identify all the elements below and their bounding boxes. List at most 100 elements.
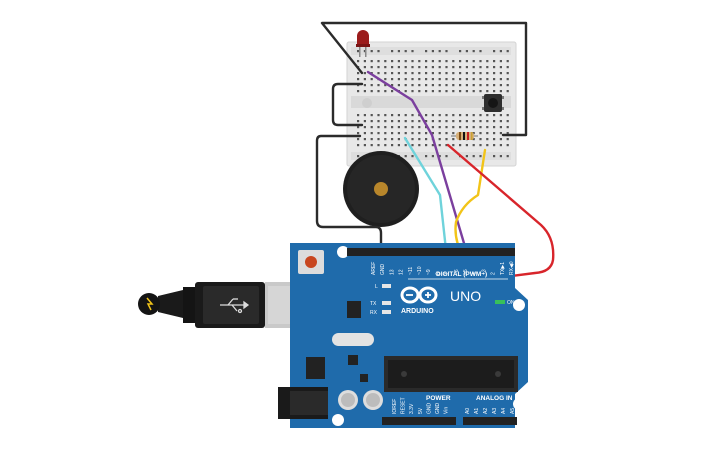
breadboard-rail-hole[interactable] bbox=[411, 155, 414, 158]
digital-header[interactable] bbox=[347, 248, 515, 256]
breadboard-hole[interactable] bbox=[404, 114, 407, 117]
breadboard-hole[interactable] bbox=[411, 132, 414, 135]
breadboard-rail-hole[interactable] bbox=[472, 155, 475, 158]
breadboard-hole[interactable] bbox=[357, 138, 360, 141]
breadboard-hole[interactable] bbox=[418, 126, 421, 129]
breadboard-hole[interactable] bbox=[499, 126, 502, 129]
breadboard-hole[interactable] bbox=[506, 114, 509, 117]
breadboard-hole[interactable] bbox=[425, 84, 428, 87]
breadboard-hole[interactable] bbox=[465, 114, 468, 117]
breadboard-hole[interactable] bbox=[370, 60, 373, 63]
breadboard-hole[interactable] bbox=[465, 144, 468, 147]
breadboard-hole[interactable] bbox=[459, 66, 462, 69]
breadboard-hole[interactable] bbox=[499, 66, 502, 69]
breadboard-hole[interactable] bbox=[486, 78, 489, 81]
breadboard-hole[interactable] bbox=[370, 78, 373, 81]
breadboard-hole[interactable] bbox=[370, 84, 373, 87]
breadboard-hole[interactable] bbox=[438, 84, 441, 87]
breadboard-hole[interactable] bbox=[452, 90, 455, 93]
breadboard-hole[interactable] bbox=[377, 66, 380, 69]
breadboard-hole[interactable] bbox=[465, 60, 468, 63]
breadboard-hole[interactable] bbox=[411, 126, 414, 129]
breadboard-hole[interactable] bbox=[465, 90, 468, 93]
breadboard-hole[interactable] bbox=[506, 90, 509, 93]
breadboard-rail-hole[interactable] bbox=[404, 50, 407, 53]
breadboard-hole[interactable] bbox=[506, 72, 509, 75]
breadboard-hole[interactable] bbox=[425, 72, 428, 75]
breadboard-hole[interactable] bbox=[384, 90, 387, 93]
breadboard-hole[interactable] bbox=[404, 120, 407, 123]
breadboard-hole[interactable] bbox=[404, 60, 407, 63]
breadboard-hole[interactable] bbox=[459, 114, 462, 117]
breadboard-hole[interactable] bbox=[431, 144, 434, 147]
breadboard-hole[interactable] bbox=[425, 120, 428, 123]
breadboard-hole[interactable] bbox=[391, 126, 394, 129]
breadboard-hole[interactable] bbox=[445, 144, 448, 147]
breadboard-hole[interactable] bbox=[384, 120, 387, 123]
breadboard-hole[interactable] bbox=[459, 60, 462, 63]
breadboard-hole[interactable] bbox=[506, 78, 509, 81]
breadboard-hole[interactable] bbox=[445, 90, 448, 93]
breadboard-hole[interactable] bbox=[391, 72, 394, 75]
breadboard-hole[interactable] bbox=[391, 144, 394, 147]
breadboard-hole[interactable] bbox=[472, 90, 475, 93]
breadboard-hole[interactable] bbox=[425, 114, 428, 117]
breadboard-hole[interactable] bbox=[479, 126, 482, 129]
breadboard-hole[interactable] bbox=[363, 72, 366, 75]
breadboard-hole[interactable] bbox=[459, 84, 462, 87]
breadboard-hole[interactable] bbox=[370, 126, 373, 129]
breadboard-hole[interactable] bbox=[357, 144, 360, 147]
breadboard-hole[interactable] bbox=[377, 132, 380, 135]
breadboard-hole[interactable] bbox=[411, 78, 414, 81]
breadboard-hole[interactable] bbox=[363, 144, 366, 147]
breadboard-hole[interactable] bbox=[431, 72, 434, 75]
breadboard-hole[interactable] bbox=[431, 84, 434, 87]
breadboard-hole[interactable] bbox=[472, 72, 475, 75]
breadboard-hole[interactable] bbox=[438, 90, 441, 93]
breadboard-hole[interactable] bbox=[391, 84, 394, 87]
breadboard-hole[interactable] bbox=[404, 132, 407, 135]
breadboard-hole[interactable] bbox=[479, 138, 482, 141]
breadboard-hole[interactable] bbox=[499, 60, 502, 63]
reset-button[interactable] bbox=[298, 250, 324, 274]
breadboard-hole[interactable] bbox=[418, 90, 421, 93]
breadboard-hole[interactable] bbox=[499, 72, 502, 75]
breadboard-rail-hole[interactable] bbox=[479, 50, 482, 53]
breadboard-hole[interactable] bbox=[404, 78, 407, 81]
breadboard-rail-hole[interactable] bbox=[445, 155, 448, 158]
breadboard-hole[interactable] bbox=[377, 90, 380, 93]
breadboard-hole[interactable] bbox=[404, 90, 407, 93]
breadboard-hole[interactable] bbox=[465, 72, 468, 75]
breadboard-hole[interactable] bbox=[418, 78, 421, 81]
breadboard-hole[interactable] bbox=[357, 90, 360, 93]
breadboard-hole[interactable] bbox=[391, 132, 394, 135]
breadboard-hole[interactable] bbox=[479, 66, 482, 69]
breadboard-hole[interactable] bbox=[465, 84, 468, 87]
breadboard-hole[interactable] bbox=[459, 72, 462, 75]
breadboard-hole[interactable] bbox=[397, 78, 400, 81]
breadboard-hole[interactable] bbox=[411, 66, 414, 69]
breadboard-hole[interactable] bbox=[486, 84, 489, 87]
breadboard-hole[interactable] bbox=[431, 132, 434, 135]
breadboard-hole[interactable] bbox=[404, 84, 407, 87]
breadboard-hole[interactable] bbox=[370, 114, 373, 117]
breadboard-hole[interactable] bbox=[486, 138, 489, 141]
breadboard-hole[interactable] bbox=[493, 78, 496, 81]
breadboard-hole[interactable] bbox=[377, 126, 380, 129]
breadboard-hole[interactable] bbox=[397, 120, 400, 123]
breadboard-hole[interactable] bbox=[397, 138, 400, 141]
breadboard-hole[interactable] bbox=[472, 114, 475, 117]
breadboard-rail-hole[interactable] bbox=[411, 50, 414, 53]
breadboard-hole[interactable] bbox=[438, 138, 441, 141]
breadboard-hole[interactable] bbox=[418, 60, 421, 63]
breadboard-rail-hole[interactable] bbox=[493, 50, 496, 53]
breadboard-hole[interactable] bbox=[384, 66, 387, 69]
breadboard-hole[interactable] bbox=[357, 132, 360, 135]
breadboard-hole[interactable] bbox=[499, 132, 502, 135]
breadboard-hole[interactable] bbox=[493, 138, 496, 141]
breadboard-hole[interactable] bbox=[418, 84, 421, 87]
breadboard-rail-hole[interactable] bbox=[499, 50, 502, 53]
breadboard-hole[interactable] bbox=[411, 144, 414, 147]
breadboard-hole[interactable] bbox=[438, 126, 441, 129]
breadboard-hole[interactable] bbox=[438, 120, 441, 123]
